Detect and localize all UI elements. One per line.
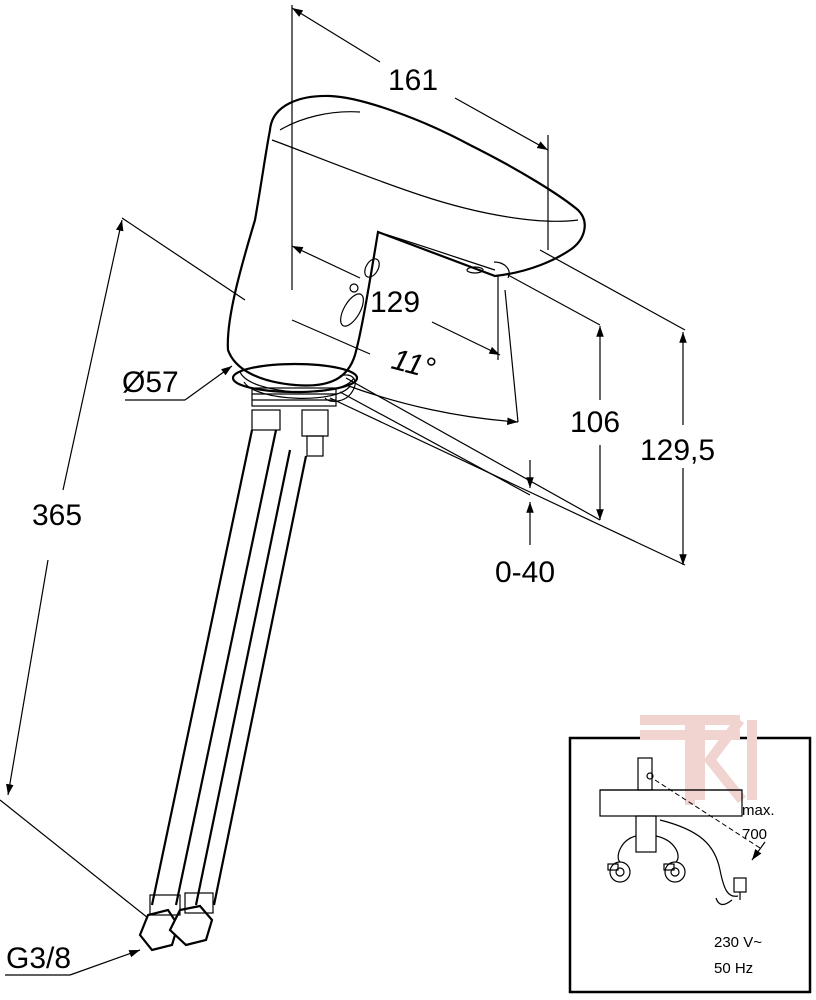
dimension-0-40: 0-40: [495, 460, 555, 589]
inset-max-value: 700: [742, 826, 767, 843]
dim-thread-label: G3/8: [6, 942, 71, 975]
dimension-161: 161: [291, 5, 549, 290]
base-reference-lines: [329, 249, 686, 566]
watermark-logo: [640, 715, 757, 805]
dimension-thread: G3/8: [5, 942, 141, 976]
dim-0-40-label: 0-40: [495, 556, 555, 589]
installation-inset: max. 700 230 V~ 50 Hz: [568, 715, 812, 994]
faucet-body: [226, 94, 586, 457]
dim-129-label: 129: [370, 286, 420, 319]
dimension-129-5: 129,5: [640, 332, 715, 565]
dim-angle-label: 11°: [388, 343, 438, 386]
inset-max-label: max.: [742, 802, 775, 819]
inset-frequency: 50 Hz: [714, 960, 753, 977]
dim-106-label: 106: [570, 406, 620, 439]
dimension-365: 365: [0, 217, 246, 919]
dimension-diameter: Ø57: [122, 365, 233, 401]
dim-365-label: 365: [32, 499, 82, 532]
dim-diameter-label: Ø57: [122, 366, 179, 399]
dim-129-5-label: 129,5: [640, 434, 715, 467]
dimension-106: 106: [570, 326, 620, 520]
inset-voltage: 230 V~: [714, 934, 762, 951]
supply-hoses: [138, 429, 308, 952]
dim-161-label: 161: [388, 64, 438, 97]
dimension-129: 129: [291, 245, 501, 360]
